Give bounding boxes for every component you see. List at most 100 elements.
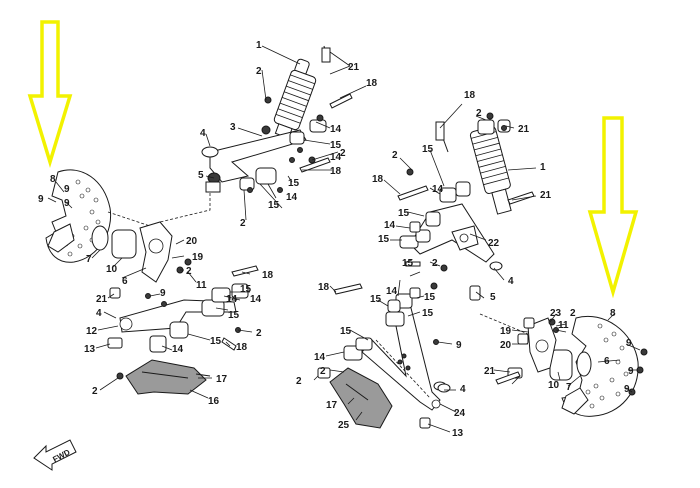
callout: 13: [452, 428, 464, 439]
callout: 24: [454, 408, 466, 419]
callout: 21: [484, 366, 496, 377]
callout: 13: [84, 344, 96, 355]
callout: 18: [262, 270, 274, 281]
callout: 15: [424, 292, 436, 303]
callout: 2: [186, 266, 192, 277]
callout-numbers-right-lower: 18 15 14 15 15 9 15 14 2 17 25 4 24 13 2: [296, 282, 466, 439]
callout-numbers-left-disc: 8 9 9 9 7 10 6 20 19 2 11 21: [38, 174, 207, 305]
callout: 18: [464, 90, 476, 101]
callout: 3: [230, 122, 236, 133]
callout: 21: [518, 124, 530, 135]
callout: 9: [64, 184, 70, 195]
callout: 15: [422, 308, 434, 319]
callout: 15: [228, 310, 240, 321]
callout: 2: [432, 258, 438, 269]
callout: 2: [570, 308, 576, 319]
callout: 2: [256, 66, 262, 77]
callout-numbers-left-lower: 4 12 13 9 18 14 15 14 15 2 15 18 14 2 17…: [84, 270, 274, 407]
callout: 15: [240, 284, 252, 295]
callout: 15: [268, 200, 280, 211]
callout: 2: [296, 376, 302, 387]
callout: 2: [320, 366, 326, 377]
leader-lines: [47, 45, 641, 433]
callout-numbers-left-upper: 3 4 5 14 15 14 2 15 18 15 14 2: [198, 122, 346, 229]
callout: 6: [604, 356, 610, 367]
callout-numbers-right-shock: 18 2 21 15 1 21 22 4 5 2 18 15 14 15 15 …: [372, 90, 552, 303]
callout: 15: [210, 336, 222, 347]
callout: 2: [92, 386, 98, 397]
callout: 18: [372, 174, 384, 185]
fwd-direction-indicator: FWD: [33, 439, 77, 471]
callout: 14: [172, 344, 184, 355]
callout: 12: [86, 326, 98, 337]
right-upper-a-arm: [409, 203, 495, 301]
callout: 18: [318, 282, 330, 293]
left-skid-plate: [125, 359, 207, 395]
callout: 18: [366, 78, 378, 89]
callout: 14: [432, 184, 444, 195]
callout: 2: [340, 148, 346, 159]
callout: 4: [508, 276, 514, 287]
callout: 14: [286, 192, 298, 203]
callout: 10: [106, 264, 118, 275]
callout: 7: [566, 382, 572, 393]
callout: 10: [548, 380, 560, 391]
callout: 15: [330, 140, 342, 151]
callout: 6: [122, 276, 128, 287]
left-lower-a-arm: [119, 299, 237, 353]
callout: 15: [402, 258, 414, 269]
callout: 9: [624, 384, 630, 395]
callout: 23: [550, 308, 562, 319]
callout: 11: [196, 280, 207, 291]
callout: 9: [38, 194, 44, 205]
callout: 14: [314, 352, 326, 363]
callout: 21: [540, 190, 552, 201]
callout: 15: [340, 326, 352, 337]
callout: 21: [348, 62, 360, 73]
callout: 20: [186, 236, 198, 247]
right-shock-absorber: [469, 119, 512, 215]
callout: 18: [236, 342, 248, 353]
callout: 19: [192, 252, 204, 263]
callout: 2: [392, 150, 398, 161]
callout: 8: [50, 174, 56, 185]
right-skid-plate: [329, 367, 393, 429]
callout: 2: [256, 328, 262, 339]
callout-numbers-right-disc: 8 23 2 11 19 20 21 9 9 10 7 9 6: [484, 308, 634, 395]
callout: 15: [422, 144, 434, 155]
callout: 9: [456, 340, 462, 351]
callout: 18: [330, 166, 342, 177]
callout: 5: [198, 170, 204, 181]
callout: 9: [160, 288, 166, 299]
right-highlight-arrow: [587, 116, 639, 299]
callout: 2: [240, 218, 246, 229]
callout: 14: [384, 220, 396, 231]
callout: 20: [500, 340, 512, 351]
callout: 4: [460, 384, 466, 395]
callout: 22: [488, 238, 500, 249]
callout: 14: [226, 294, 238, 305]
callout: 17: [216, 374, 228, 385]
callout: 14: [250, 294, 262, 305]
callout: 4: [200, 128, 206, 139]
callout: 9: [628, 366, 634, 377]
callout: 15: [378, 234, 390, 245]
callout: 21: [96, 294, 108, 305]
callout: 17: [326, 400, 338, 411]
callout: 14: [386, 286, 398, 297]
callout: 11: [558, 320, 569, 331]
right-brake-disc: [561, 315, 639, 417]
callout: 19: [500, 326, 512, 337]
callout: 7: [86, 254, 92, 265]
callout: 14: [330, 124, 342, 135]
left-highlight-arrow: [27, 20, 73, 169]
callout: 5: [490, 292, 496, 303]
callout: 15: [370, 294, 382, 305]
callout: 25: [338, 420, 350, 431]
callout: 9: [64, 198, 70, 209]
callout: 1: [540, 162, 546, 173]
callout: 16: [208, 396, 220, 407]
callout-numbers-left-shock: 1 2 21 18: [256, 40, 378, 89]
callout: 9: [626, 338, 632, 349]
